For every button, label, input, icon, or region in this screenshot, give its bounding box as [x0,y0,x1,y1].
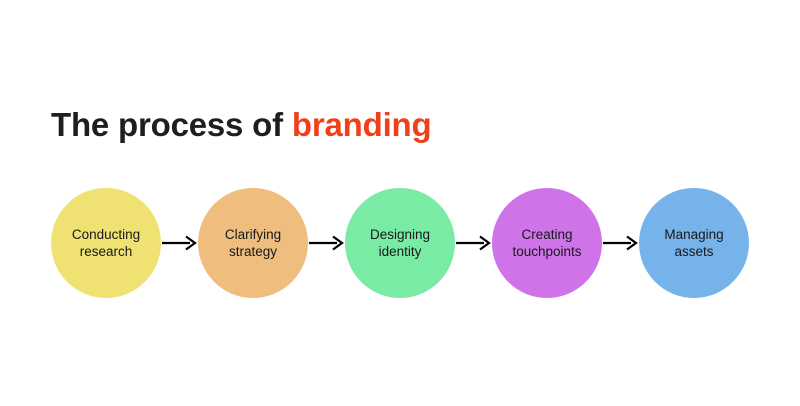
page-title-lead: The process of [51,106,292,143]
process-step-conducting-research[interactable]: Conducting research [51,188,161,298]
arrow-right-icon [602,231,639,255]
process-step-managing-assets[interactable]: Managing assets [639,188,749,298]
page-title-accent: branding [291,106,432,143]
arrow-right-icon [308,231,345,255]
process-step-creating-touchpoints[interactable]: Creating touchpoints [492,188,602,298]
arrow-right-icon [455,231,492,255]
process-step-label: Conducting research [71,227,141,259]
process-step-label: Designing identity [369,227,431,259]
process-flow-diagram: Conducting research Clarifying strategy … [0,185,800,301]
process-step-label: Creating touchpoints [512,227,582,259]
process-step-label: Clarifying strategy [224,227,282,259]
page-title: The process of branding [51,104,432,146]
arrow-right-icon [161,231,198,255]
process-step-label: Managing assets [664,227,724,259]
process-step-clarifying-strategy[interactable]: Clarifying strategy [198,188,308,298]
process-step-designing-identity[interactable]: Designing identity [345,188,455,298]
